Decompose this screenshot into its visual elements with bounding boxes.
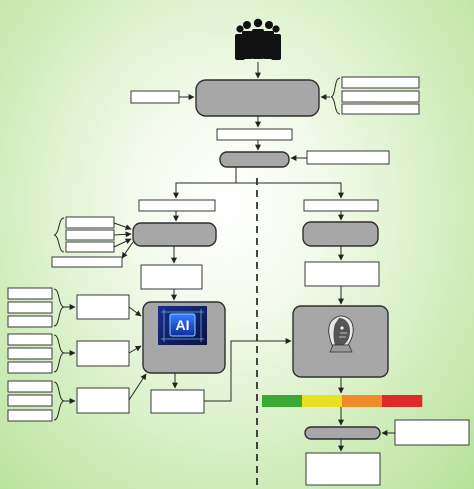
right-branch-label-box [303,199,379,212]
arrow-mid-3-to-ai [128,373,147,401]
arrow-left-input-1 [113,222,132,231]
arrow-mid-1-to-ai [128,306,142,317]
label-box-center [216,128,293,141]
scale-segment-3 [342,395,383,407]
left-input-box-1 [65,216,115,229]
left-input-box-2 [65,229,115,241]
bottom-input-box [394,419,470,446]
arrow-left-input-2 [113,231,132,238]
ai-chip-icon: AI [158,306,207,345]
left-stack-group-2 [7,333,53,374]
input-box-right-2 [341,90,420,103]
mid-box-1 [76,294,130,320]
input-box-right-3 [341,103,420,115]
ai-chip-label: AI [176,317,190,333]
right-result-box [304,261,380,287]
mid-box-3 [76,387,130,414]
split-line [175,167,237,197]
people-group-icon [235,18,281,60]
bracket-right-inputs [330,77,341,115]
color-scale-bar [262,395,423,407]
right-branch-node [302,221,379,247]
decision-input-box [306,150,390,165]
final-output-box [305,452,381,486]
left-output-box [51,256,123,268]
bracket-left-inputs [53,217,65,253]
left-input-box-3 [65,241,115,253]
left-stack-group-1 [7,287,53,328]
input-box-right-1 [341,76,420,89]
left-branch-label-box [138,199,216,212]
left-stack-group-3 [7,380,53,422]
bottom-decision-node [304,426,381,440]
bracket-stack-3 [53,381,65,421]
bracket-stack-2 [53,334,65,373]
connector-ai-to-human [204,338,292,402]
left-branch-node [132,222,217,247]
scale-segment-2 [302,395,343,407]
human-robot-face-icon [328,315,354,353]
input-box-left [130,90,180,104]
left-result-box [140,264,203,290]
arrow-left-input-3 [113,238,132,248]
scale-segment-1 [262,395,303,407]
decision-node [219,151,290,168]
bracket-stack-1 [53,288,65,327]
arrow-left-node-to-output [121,241,134,259]
scale-segment-4 [382,395,423,407]
ai-output-box [150,389,205,414]
mid-box-2 [76,340,130,367]
arrow-mid-2-to-ai [128,345,142,354]
split-line-right [236,182,342,197]
main-node [195,79,320,117]
